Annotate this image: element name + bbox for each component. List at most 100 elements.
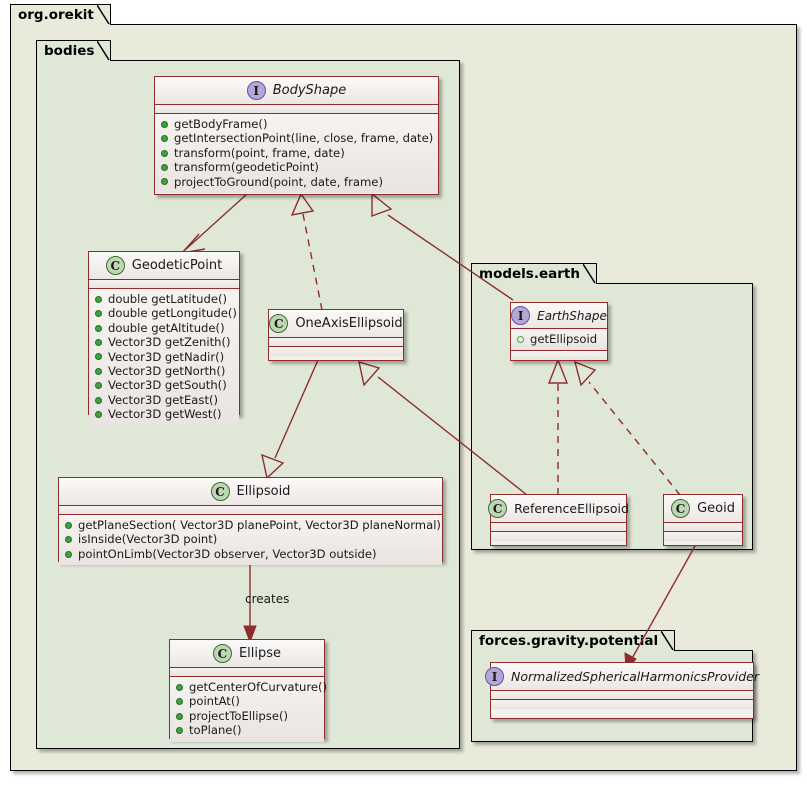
class-node-bodyshape[interactable]: I BodyShape getBodyFrame() getIntersecti… [154, 76, 439, 195]
method-row: getCenterOfCurvature() [176, 680, 327, 694]
class-node-oneaxisellipsoid[interactable]: C OneAxisEllipsoid [268, 309, 404, 361]
edge-geoid-nshprovider [629, 545, 696, 663]
class-header-earthshape: I EarthShape [511, 303, 607, 329]
edge-arrow-hollow-triangle [573, 360, 597, 387]
interface-marker-icon: I [485, 667, 505, 686]
public-visibility-icon [161, 163, 168, 171]
method-label: Vector3D getZenith() [108, 335, 231, 350]
class-node-ellipsoid[interactable]: C Ellipsoid getPlaneSection( Vector3D pl… [58, 477, 443, 566]
method-label: isInside(Vector3D point) [78, 532, 218, 547]
package-fold-icon [97, 41, 111, 61]
package-name-text: models.earth [479, 266, 580, 282]
package-name-text: forces.gravity.potential [479, 633, 659, 649]
method-label: Vector3D getWest() [108, 407, 222, 422]
edge-label-creates: creates [245, 592, 290, 606]
class-title: Ellipsoid [236, 484, 291, 499]
method-row: projectToGround(point, date, frame) [161, 175, 432, 189]
attributes-compartment [664, 523, 742, 532]
class-title: GeodeticPoint [131, 258, 223, 273]
method-row: transform(point, frame, date) [161, 146, 432, 160]
class-title: NormalizedSphericalHarmonicsProvider [511, 669, 759, 684]
method-label: Vector3D getNorth() [108, 364, 226, 379]
method-row: projectToEllipse() [176, 709, 318, 723]
public-visibility-icon [176, 698, 183, 706]
class-node-earthshape[interactable]: I EarthShape getEllipsoid [510, 302, 608, 361]
class-marker-icon: C [210, 482, 230, 501]
package-fold-icon [582, 264, 596, 284]
edge-geoid-earthshape [588, 381, 681, 496]
public-visibility-icon [176, 726, 183, 734]
interface-marker-icon: I [246, 81, 266, 100]
method-label: toPlane() [189, 723, 242, 738]
public-visibility-icon [161, 135, 168, 143]
method-label: double getAltitude() [108, 320, 225, 335]
class-node-geodeticpoint[interactable]: C GeodeticPoint double getLatitude() dou… [88, 251, 240, 426]
edge-arrow-hollow-triangle [261, 453, 285, 480]
method-row: getIntersectionPoint(line, close, frame,… [161, 131, 434, 146]
methods-compartment [269, 347, 403, 356]
class-node-geoid[interactable]: C Geoid [663, 494, 743, 546]
attributes-compartment [89, 280, 239, 289]
methods-compartment [511, 351, 607, 361]
class-header-geoid: C Geoid [664, 495, 742, 523]
edge-arrow-hollow-triangle [358, 360, 381, 387]
public-visibility-icon [95, 338, 102, 346]
class-title: ReferenceEllipsoid [514, 501, 629, 516]
package-label-models-earth: models.earth [471, 263, 597, 284]
method-label: getPlaneSection( Vector3D planePoint, Ve… [78, 518, 441, 532]
attributes-compartment [491, 523, 626, 532]
class-header-ellipse: C Ellipse [170, 640, 324, 668]
class-title: EarthShape [537, 308, 607, 323]
method-label: Vector3D getSouth() [108, 378, 227, 393]
methods-compartment [491, 532, 626, 541]
method-label: pointAt() [189, 694, 240, 709]
class-title: Geoid [697, 501, 735, 516]
attributes-compartment [155, 105, 438, 114]
method-row: double getLongitude() [95, 306, 237, 320]
method-row: double getLatitude() [95, 292, 233, 306]
class-node-nshprovider[interactable]: I NormalizedSphericalHarmonicsProvider [485, 662, 759, 719]
public-visibility-icon [95, 353, 102, 361]
edge-oneaxis-ellipsoid [274, 359, 319, 459]
class-node-ellipse[interactable]: C Ellipse getCenterOfCurvature() pointAt… [169, 639, 327, 742]
public-visibility-icon [95, 382, 102, 390]
attributes-compartment [59, 506, 442, 515]
method-row: getBodyFrame() [161, 117, 432, 131]
method-label: Vector3D getNadir() [108, 349, 225, 364]
method-row: pointOnLimb(Vector3D observer, Vector3D … [65, 547, 436, 561]
methods-compartment: getCenterOfCurvature() pointAt() project… [170, 677, 327, 742]
class-marker-icon: C [269, 314, 289, 333]
attributes-compartment [170, 668, 324, 677]
package-label-forces-gravity-potential: forces.gravity.potential [471, 630, 676, 651]
method-label: projectToEllipse() [189, 708, 289, 723]
public-visibility-icon [95, 410, 102, 418]
class-marker-icon: C [671, 499, 691, 518]
methods-compartment [664, 532, 742, 541]
edge-referenceellipsoid-oneaxis [377, 376, 528, 496]
method-row: pointAt() [176, 694, 318, 708]
method-row: isInside(Vector3D point) [65, 532, 436, 546]
method-label: transform(geodeticPoint) [174, 160, 319, 175]
method-row: Vector3D getNadir() [95, 350, 233, 364]
edge-oneaxis-bodyshape [302, 213, 323, 311]
public-visibility-icon [95, 324, 102, 332]
class-marker-icon: C [105, 256, 125, 275]
method-label: getIntersectionPoint(line, close, frame,… [174, 131, 434, 146]
method-row: transform(geodeticPoint) [161, 160, 432, 174]
method-label: double getLongitude() [108, 306, 237, 321]
package-fold-icon [96, 5, 110, 25]
public-visibility-icon [95, 396, 102, 404]
class-header-referenceellipsoid: C ReferenceEllipsoid [488, 495, 629, 523]
class-node-referenceellipsoid[interactable]: C ReferenceEllipsoid [488, 494, 629, 546]
edge-bodyshape-geodeticpoint [184, 193, 248, 251]
package-visibility-icon [517, 335, 524, 343]
method-row: getPlaneSection( Vector3D planePoint, Ve… [65, 518, 441, 532]
class-marker-icon: C [212, 644, 232, 663]
attributes-compartment: getEllipsoid [511, 329, 607, 352]
package-label-bodies: bodies [36, 40, 112, 61]
attributes-compartment [269, 338, 403, 347]
method-label: transform(point, frame, date) [174, 145, 345, 160]
public-visibility-icon [161, 120, 168, 128]
